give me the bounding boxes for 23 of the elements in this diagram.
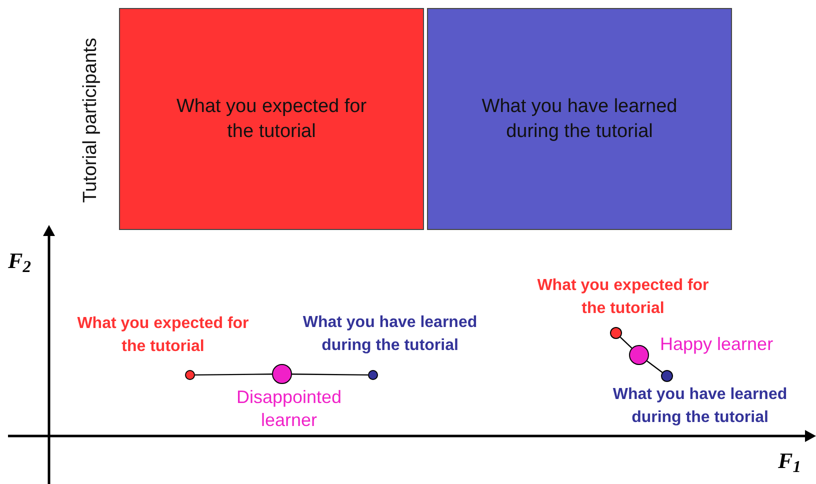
point-label: What you expected for the tutorial (76, 314, 250, 357)
point-label: What you have learned during the tutorial (612, 385, 788, 428)
point-label: Disappointed learner (235, 386, 343, 432)
axis-label: F$_{1}$ (778, 447, 801, 477)
quadrant-box (427, 8, 732, 230)
data-point (272, 364, 292, 384)
quadrant-box (119, 8, 424, 230)
data-point (610, 327, 622, 339)
axis-label: Tutorial participants (78, 36, 102, 205)
box-label: What you expected for the tutorial (175, 95, 368, 144)
data-point (185, 370, 195, 380)
point-label: Happy learner (660, 333, 774, 356)
connector-line (620, 336, 632, 349)
axis-label: F$_{2}$ (8, 247, 31, 277)
point-label: What you have learned during the tutorial (302, 313, 478, 356)
connector-line (195, 374, 272, 376)
data-point (368, 370, 378, 380)
connector-line (292, 374, 368, 376)
point-label: What you expected for the tutorial (536, 276, 710, 319)
data-point (661, 370, 673, 382)
box-label: What you have learned during the tutorial (480, 95, 678, 144)
connector-line (646, 360, 663, 373)
data-point (629, 345, 649, 365)
